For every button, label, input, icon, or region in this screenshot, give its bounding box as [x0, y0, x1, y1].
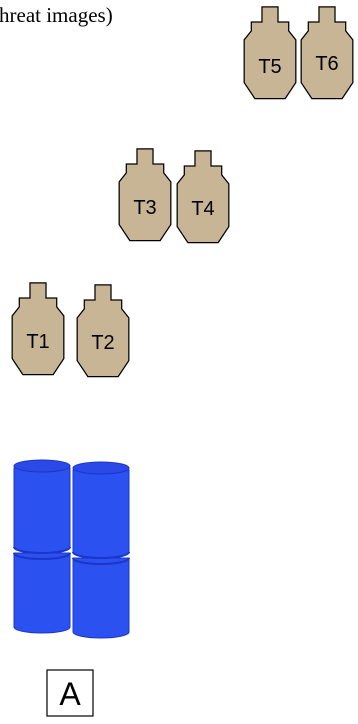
- target-t4: T4: [176, 150, 230, 244]
- target-t6: T6: [300, 6, 354, 100]
- barrel-column-left: [13, 459, 71, 634]
- target-t5: T5: [243, 6, 297, 100]
- barrel-column-right: [72, 461, 130, 639]
- target-label-t4: T4: [191, 198, 214, 220]
- target-t1: T1: [11, 282, 65, 376]
- target-label-t2: T2: [91, 332, 114, 354]
- position-marker-label: A: [59, 676, 81, 712]
- target-t2: T2: [76, 284, 130, 378]
- barrel-stack: [13, 459, 130, 639]
- target-label-t3: T3: [133, 197, 156, 219]
- target-t3: T3: [118, 148, 172, 242]
- header-text: hreat images): [0, 3, 113, 27]
- position-marker-a: A: [46, 669, 94, 717]
- target-label-t1: T1: [26, 331, 49, 353]
- target-label-t5: T5: [258, 56, 281, 78]
- target-label-t6: T6: [315, 53, 338, 75]
